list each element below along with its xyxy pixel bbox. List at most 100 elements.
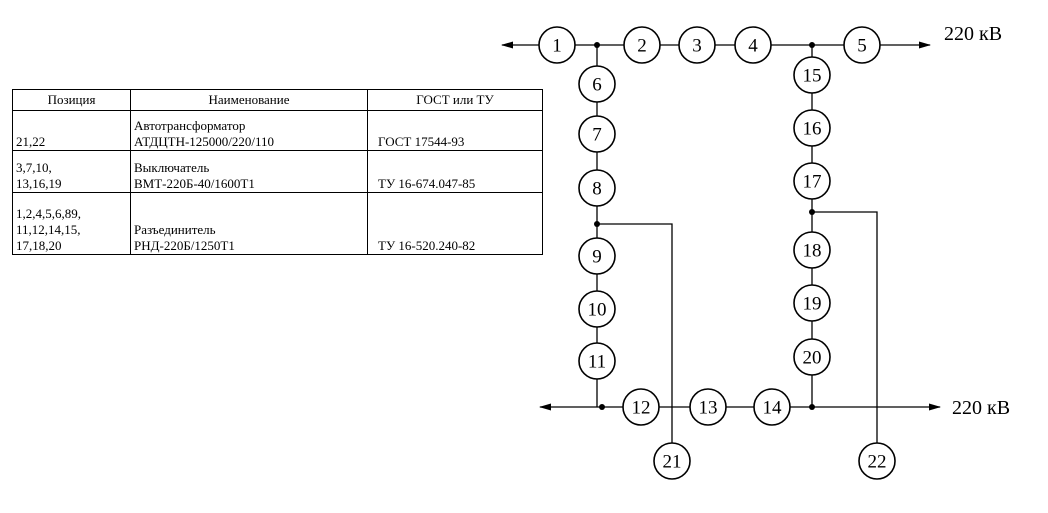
cell-line: 11,12,14,15, bbox=[16, 222, 81, 237]
node-circle bbox=[538, 26, 576, 64]
node-circle bbox=[623, 26, 661, 64]
cell-name: Выключатель ВМТ-220Б-40/1600Т1 bbox=[130, 150, 368, 193]
junction-dot bbox=[599, 404, 605, 410]
node-label: 4 bbox=[748, 36, 758, 57]
equipment-node-21: 21 bbox=[653, 442, 691, 480]
node-label: 20 bbox=[803, 348, 822, 369]
cell-line: Автотрансформатор bbox=[134, 118, 246, 133]
node-circle bbox=[793, 162, 831, 200]
equipment-node-4: 4 bbox=[734, 26, 772, 64]
cell-line: АТДЦТН-125000/220/110 bbox=[134, 134, 275, 149]
transformer-21-feeder bbox=[597, 223, 673, 456]
node-label: 17 bbox=[803, 172, 822, 193]
node-label: 18 bbox=[803, 241, 822, 262]
cell-line: ВМТ-220Б-40/1600Т1 bbox=[134, 176, 255, 191]
node-circle bbox=[843, 26, 881, 64]
equipment-node-11: 11 bbox=[578, 342, 616, 380]
node-label: 21 bbox=[663, 452, 682, 473]
junction-dot bbox=[809, 404, 815, 410]
equipment-node-6: 6 bbox=[578, 65, 616, 103]
equipment-node-9: 9 bbox=[578, 237, 616, 275]
cell-name: Разъединитель РНД-220Б/1250Т1 bbox=[130, 192, 368, 255]
equipment-node-22: 22 bbox=[858, 442, 896, 480]
node-label: 11 bbox=[588, 352, 606, 373]
equipment-node-12: 12 bbox=[622, 388, 660, 426]
junction-dot bbox=[809, 209, 815, 215]
node-label: 19 bbox=[803, 294, 822, 315]
cell-standard: ТУ 16-674.047-85 bbox=[367, 150, 543, 193]
node-label: 7 bbox=[592, 125, 602, 146]
equipment-node-2: 2 bbox=[623, 26, 661, 64]
cell-line: РНД-220Б/1250Т1 bbox=[134, 238, 235, 253]
transformer-22-feeder bbox=[812, 211, 878, 456]
cell-line: 21,22 bbox=[16, 134, 46, 149]
node-circle bbox=[578, 65, 616, 103]
lower-bus-voltage-label: 220 кВ bbox=[952, 397, 1010, 419]
table-row: 21,22 Автотрансформатор АТДЦТН-125000/22… bbox=[12, 110, 543, 151]
specification-table: Позиция Наименование ГОСТ или ТУ 21,22 А… bbox=[12, 89, 543, 255]
cell-line: 17,18,20 bbox=[16, 238, 62, 253]
node-circle bbox=[753, 388, 791, 426]
cell-line: 1,2,4,5,6,89, bbox=[16, 206, 81, 221]
cell-standard: ГОСТ 17544-93 bbox=[367, 110, 543, 151]
node-circle bbox=[793, 109, 831, 147]
equipment-node-15: 15 bbox=[793, 56, 831, 94]
node-label: 16 bbox=[803, 119, 822, 140]
node-circle bbox=[793, 56, 831, 94]
node-circle bbox=[578, 169, 616, 207]
cell-line: ТУ 16-520.240-82 bbox=[378, 238, 476, 253]
cell-line: Разъединитель bbox=[134, 222, 216, 237]
node-label: 15 bbox=[803, 66, 822, 87]
node-label: 8 bbox=[592, 179, 602, 200]
equipment-node-7: 7 bbox=[578, 115, 616, 153]
node-circle bbox=[578, 115, 616, 153]
junction-dot bbox=[809, 42, 815, 48]
node-circle bbox=[793, 338, 831, 376]
node-label: 13 bbox=[699, 398, 718, 419]
node-label: 22 bbox=[868, 452, 887, 473]
table-row: 3,7,10, 13,16,19 Выключатель ВМТ-220Б-40… bbox=[12, 150, 543, 193]
cell-position: 1,2,4,5,6,89, 11,12,14,15, 17,18,20 bbox=[12, 192, 131, 255]
node-label: 9 bbox=[592, 247, 602, 268]
node-circle bbox=[858, 442, 896, 480]
cell-name: Автотрансформатор АТДЦТН-125000/220/110 bbox=[130, 110, 368, 151]
node-circle bbox=[578, 290, 616, 328]
node-label: 10 bbox=[588, 300, 607, 321]
cell-position: 3,7,10, 13,16,19 bbox=[12, 150, 131, 193]
equipment-node-17: 17 bbox=[793, 162, 831, 200]
cell-line: 3,7,10, bbox=[16, 160, 52, 175]
equipment-node-18: 18 bbox=[793, 231, 831, 269]
node-label: 14 bbox=[763, 398, 783, 419]
table-row: 1,2,4,5,6,89, 11,12,14,15, 17,18,20 Разъ… bbox=[12, 192, 543, 255]
equipment-node-20: 20 bbox=[793, 338, 831, 376]
node-label: 2 bbox=[637, 36, 647, 57]
node-circle bbox=[793, 284, 831, 322]
node-label: 5 bbox=[857, 36, 867, 57]
node-label: 12 bbox=[632, 398, 651, 419]
node-circle bbox=[578, 342, 616, 380]
upper-bus-voltage-label: 220 кВ bbox=[944, 23, 1002, 45]
equipment-node-14: 14 bbox=[753, 388, 791, 426]
node-circle bbox=[678, 26, 716, 64]
equipment-node-3: 3 bbox=[678, 26, 716, 64]
equipment-node-1: 1 bbox=[538, 26, 576, 64]
cell-line: 13,16,19 bbox=[16, 176, 62, 191]
cell-line: ГОСТ 17544-93 bbox=[378, 134, 465, 149]
equipment-node-19: 19 bbox=[793, 284, 831, 322]
junction-dot bbox=[594, 42, 600, 48]
node-circle bbox=[793, 231, 831, 269]
node-label: 1 bbox=[552, 36, 562, 57]
equipment-node-13: 13 bbox=[689, 388, 727, 426]
equipment-node-8: 8 bbox=[578, 169, 616, 207]
junctions bbox=[594, 42, 815, 410]
cell-standard: ТУ 16-520.240-82 bbox=[367, 192, 543, 255]
node-circle bbox=[734, 26, 772, 64]
cell-line: Выключатель bbox=[134, 160, 210, 175]
equipment-node-10: 10 bbox=[578, 290, 616, 328]
equipment-node-16: 16 bbox=[793, 109, 831, 147]
cell-line: ТУ 16-674.047-85 bbox=[378, 176, 476, 191]
node-circle bbox=[653, 442, 691, 480]
node-label: 3 bbox=[692, 36, 702, 57]
